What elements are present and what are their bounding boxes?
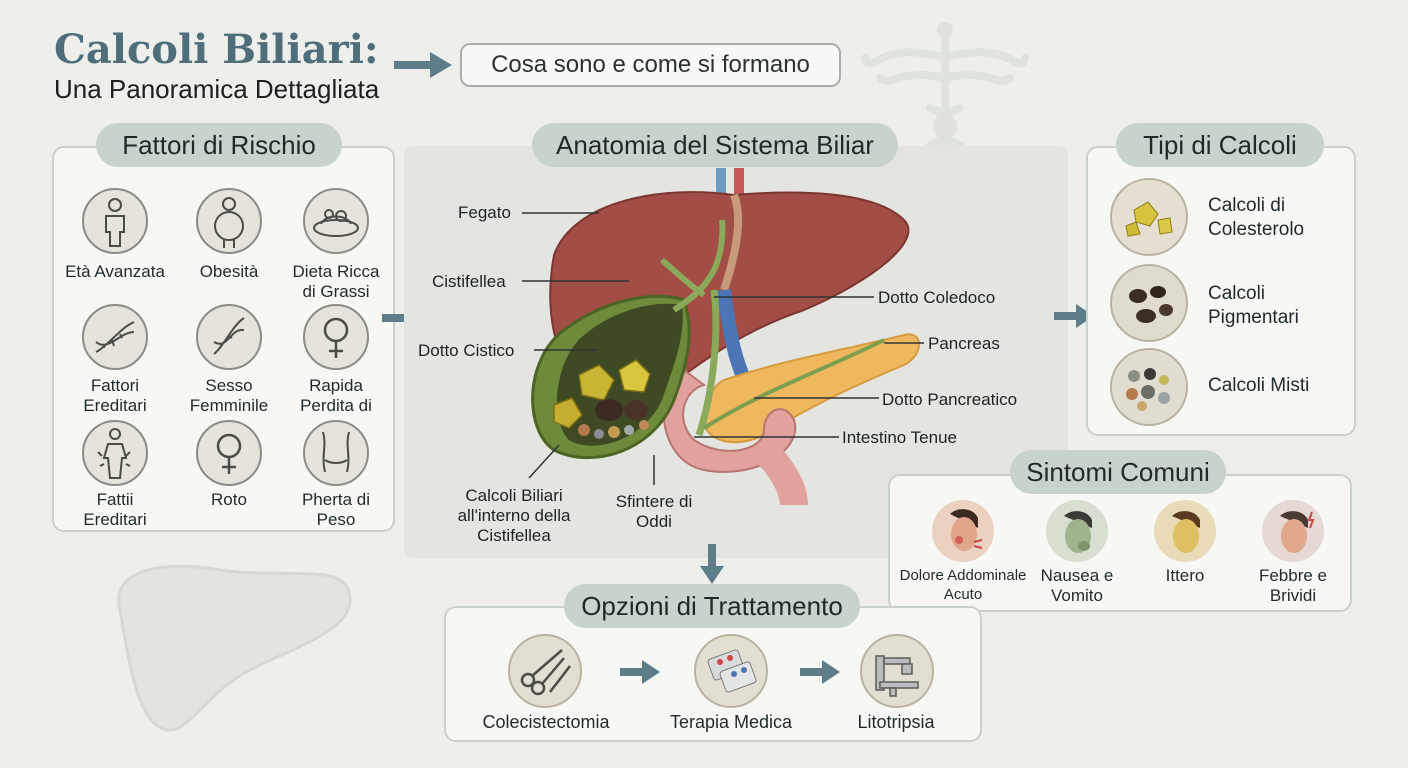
symptom-label-3: Ittero bbox=[1165, 566, 1205, 585]
label-pancreas: Pancreas bbox=[928, 334, 1000, 353]
stone-type-label-2: Calcoli Pigmentari bbox=[1208, 283, 1299, 328]
label-intestino-tenue: Intestino Tenue bbox=[842, 428, 957, 447]
pigment-stone-icon bbox=[1110, 264, 1188, 342]
anatomy-heading: Anatomia del Sistema Biliar bbox=[532, 123, 898, 167]
treatment-heading: Opzioni di Trattamento bbox=[564, 584, 860, 628]
intestine-shape bbox=[662, 368, 797, 473]
symptom-label-1: Dolore Addominale Acuto bbox=[899, 567, 1027, 603]
stone-types-heading: Tipi di Calcoli bbox=[1116, 123, 1324, 167]
surgical-tools-icon bbox=[508, 634, 582, 708]
jaundice-face-icon bbox=[1154, 500, 1216, 562]
risk-label-6: Rapida Perdita di bbox=[300, 376, 372, 415]
treatment-label-2: Terapia Medica bbox=[669, 712, 793, 732]
dna-helix-icon bbox=[196, 304, 262, 370]
symptom-label-4: Febbre e Brividi bbox=[1258, 566, 1328, 605]
treatment-label-3: Litotripsia bbox=[857, 712, 935, 732]
cholesterol-stone-icon bbox=[1110, 178, 1188, 256]
label-dotto-coledoco: Dotto Coledoco bbox=[878, 288, 996, 307]
arrow-right-icon bbox=[620, 660, 660, 684]
label-calcoli-biliari: Calcoli Biliari all'interno della Cistif… bbox=[457, 486, 571, 545]
label-fegato: Fegato bbox=[458, 203, 511, 222]
mixed-stone-icon bbox=[1110, 348, 1188, 426]
arrow-right-icon bbox=[800, 660, 840, 684]
female-symbol-icon-2 bbox=[196, 420, 262, 486]
risk-label-5: Sesso Femminile bbox=[189, 376, 269, 415]
risk-label-2: Obesità bbox=[199, 262, 259, 281]
label-sfintere: Sfintere di Oddi bbox=[615, 492, 693, 531]
intro-box: Cosa sono e come si formano bbox=[460, 43, 841, 87]
waist-icon bbox=[303, 420, 369, 486]
fever-face-icon bbox=[1262, 500, 1324, 562]
body-pain-icon bbox=[82, 420, 148, 486]
risk-label-3: Dieta Ricca di Grassi bbox=[292, 262, 380, 301]
female-symbol-icon bbox=[303, 304, 369, 370]
risk-label-8: Roto bbox=[211, 490, 247, 509]
label-dotto-cistico: Dotto Cistico bbox=[418, 341, 515, 360]
risk-factors-heading: Fattori di Rischio bbox=[96, 123, 342, 167]
lithotripsy-machine-icon bbox=[860, 634, 934, 708]
symptoms-heading: Sintomi Comuni bbox=[1010, 450, 1226, 494]
nausea-face-icon bbox=[1046, 500, 1108, 562]
obese-person-icon bbox=[196, 188, 262, 254]
stone-type-label-1: Calcoli di Colesterolo bbox=[1208, 195, 1305, 240]
arrow-right-icon bbox=[394, 52, 452, 78]
fatty-food-icon bbox=[303, 188, 369, 254]
page-title: Calcoli Biliari: bbox=[54, 26, 379, 73]
page-subtitle: Una Panoramica Dettagliata bbox=[54, 74, 380, 104]
arrow-right-icon bbox=[1054, 304, 1094, 328]
label-dotto-pancreatico: Dotto Pancreatico bbox=[882, 390, 1018, 409]
pills-icon bbox=[694, 634, 768, 708]
person-icon bbox=[82, 188, 148, 254]
treatment-label-1: Colecistectomia bbox=[482, 712, 610, 732]
risk-label-4: Fattori Ereditari bbox=[83, 376, 147, 415]
risk-label-1: Età Avanzata bbox=[65, 262, 165, 281]
label-cistifellea: Cistifellea bbox=[432, 272, 506, 291]
arrow-down-icon bbox=[700, 544, 724, 584]
symptom-label-2: Nausea e Vomito bbox=[1040, 566, 1114, 605]
biliary-anatomy-illustration bbox=[522, 168, 924, 506]
dna-icon bbox=[82, 304, 148, 370]
stone-type-label-3: Calcoli Misti bbox=[1208, 375, 1310, 396]
risk-label-9: Pherta di Peso bbox=[301, 490, 371, 529]
risk-label-7: Fattii Ereditari bbox=[83, 490, 147, 529]
liver-watermark-icon bbox=[117, 564, 352, 732]
pain-face-icon bbox=[932, 500, 994, 562]
